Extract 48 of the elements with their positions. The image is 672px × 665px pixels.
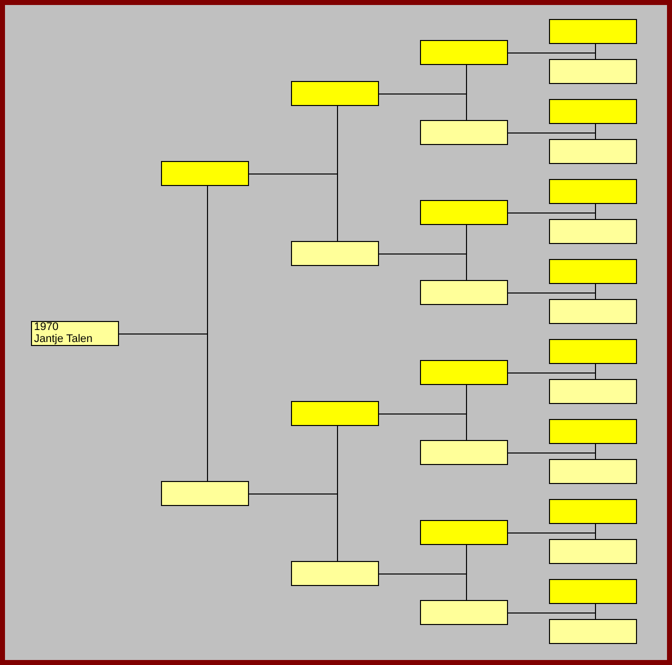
connector-line xyxy=(378,574,467,600)
connector-line xyxy=(508,612,596,620)
connector-line xyxy=(508,212,596,220)
connector-line xyxy=(508,52,596,60)
connector-line xyxy=(508,532,596,540)
person-box xyxy=(31,321,119,346)
person-box xyxy=(420,520,508,545)
person-box xyxy=(549,539,637,564)
connector-line xyxy=(508,292,596,300)
person-box xyxy=(161,161,249,186)
person-box xyxy=(549,499,637,524)
person-box xyxy=(420,440,508,465)
person-box xyxy=(549,219,637,244)
connector-line xyxy=(118,334,208,482)
person-box xyxy=(549,459,637,484)
connector-line xyxy=(378,254,467,280)
person-box xyxy=(549,419,637,444)
person-box xyxy=(549,179,637,204)
person-box xyxy=(549,339,637,364)
person-box xyxy=(420,280,508,305)
person-box xyxy=(420,360,508,385)
person-box xyxy=(549,619,637,644)
connector-line xyxy=(248,174,338,242)
person-box xyxy=(420,120,508,145)
connector-line xyxy=(508,132,596,140)
person-box xyxy=(420,40,508,65)
connector-line xyxy=(508,452,596,460)
person-box xyxy=(549,299,637,324)
connector-line xyxy=(378,94,467,120)
person-box xyxy=(549,59,637,84)
person-box xyxy=(420,200,508,225)
connector-line xyxy=(248,494,338,562)
person-box xyxy=(291,241,379,266)
connector-line xyxy=(378,414,467,440)
person-box xyxy=(291,81,379,106)
person-box xyxy=(549,379,637,404)
person-box xyxy=(549,579,637,604)
person-box xyxy=(549,19,637,44)
year-text: 1970 xyxy=(34,322,60,334)
connector-line xyxy=(508,372,596,380)
person-box xyxy=(291,561,379,586)
person-box xyxy=(549,139,637,164)
person-box xyxy=(420,600,508,625)
person-box xyxy=(161,481,249,506)
person-box xyxy=(291,401,379,426)
person-box xyxy=(549,259,637,284)
person-box xyxy=(549,99,637,124)
name-text: Jantje Talen xyxy=(34,334,94,345)
